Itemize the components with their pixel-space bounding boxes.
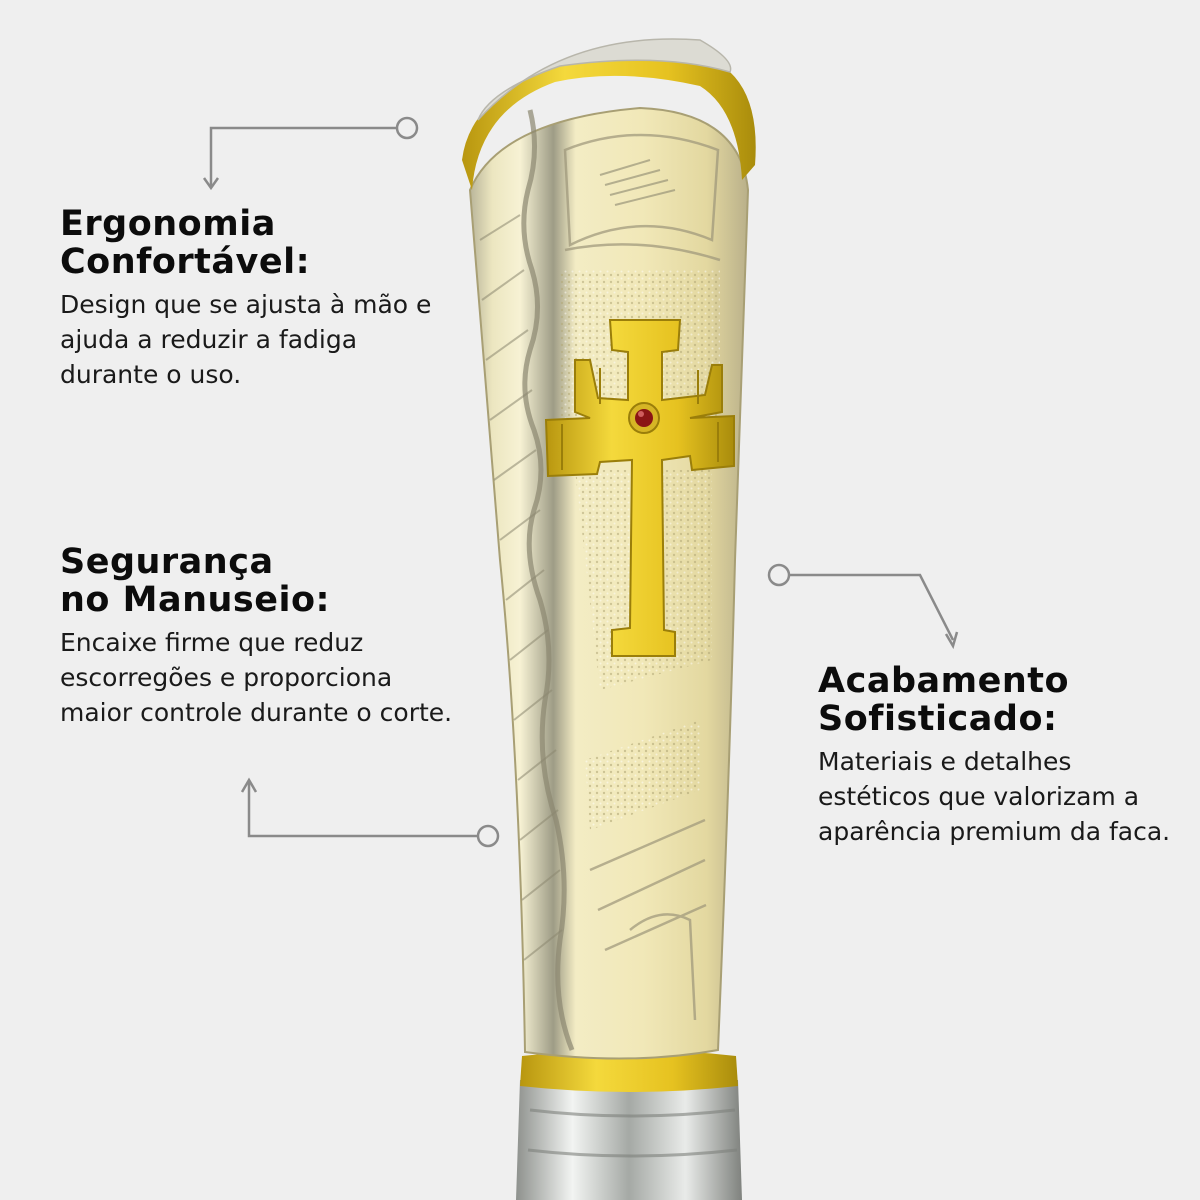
callout-connector-seguranca	[240, 777, 500, 848]
feature-acabamento: Acabamento Sofisticado: Materiais e deta…	[818, 662, 1188, 849]
feature-title-line1: Acabamento	[818, 661, 1070, 701]
feature-description: Design que se ajusta à mão e ajuda a red…	[60, 290, 432, 389]
feature-title: Segurança no Manuseio:	[60, 543, 460, 619]
feature-title-line1: Ergonomia	[60, 204, 276, 244]
feature-description: Materiais e detalhes estéticos que valor…	[818, 747, 1171, 846]
feature-title-line2: no Manuseio:	[60, 580, 331, 620]
feature-title-line1: Segurança	[60, 542, 274, 582]
feature-ergonomia: Ergonomia Confortável: Design que se aju…	[60, 205, 460, 392]
feature-title: Ergonomia Confortável:	[60, 205, 460, 281]
feature-title-line2: Confortável:	[60, 242, 311, 282]
feature-title: Acabamento Sofisticado:	[818, 662, 1188, 738]
feature-description: Encaixe firme que reduz escorregões e pr…	[60, 628, 453, 727]
feature-title-line2: Sofisticado:	[818, 699, 1058, 739]
red-gem-icon	[628, 402, 660, 434]
callout-connector-acabamento	[767, 563, 959, 650]
feature-seguranca: Segurança no Manuseio: Encaixe firme que…	[60, 543, 460, 730]
callout-connector-ergonomia	[202, 116, 419, 191]
cross-emblem-icon	[544, 319, 735, 657]
